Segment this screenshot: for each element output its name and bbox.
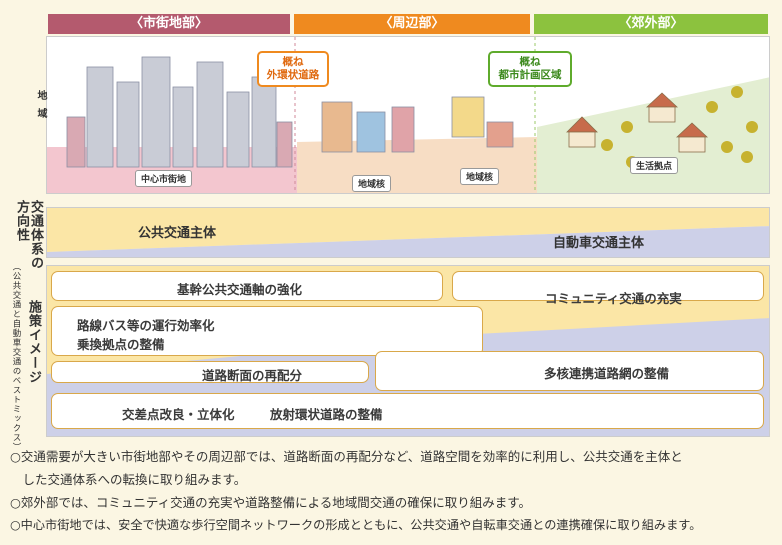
tag-center: 中心市街地 — [135, 170, 193, 187]
measure-radial-label: 放射環状道路の整備 — [270, 407, 383, 422]
measure-bus-label-2: 乗換拠点の整備 — [77, 337, 165, 352]
label-measures: 施策イメージ — [26, 300, 41, 384]
suburb-houses — [566, 92, 709, 153]
measure-community-label: コミュニティ交通の充実 — [545, 291, 682, 306]
note-line-3: ○郊外部では、コミュニティ交通の充実や道路整備による地域間交通の確保に取り組みま… — [10, 495, 532, 510]
measure-community-box: コミュニティ交通の充実 — [452, 271, 764, 306]
tag-core-1: 地域核 — [352, 175, 392, 192]
measure-intersection-label: 交差点改良・立体化 — [122, 407, 235, 422]
zone-header-periphery: 〈周辺部〉 — [294, 14, 530, 34]
callout-ring-road: 概ね 外環状道路 — [257, 51, 329, 87]
direction-car-label: 自動車交通主体 — [553, 236, 645, 251]
tag-core-2: 地域核 — [460, 168, 500, 185]
direction-panel — [46, 207, 770, 258]
measure-trunk-label: 基幹公共交通軸の強化 — [177, 282, 303, 297]
measure-intersection-box: 交差点改良・立体化 放射環状道路の整備 — [51, 393, 764, 429]
label-measures-sub: （公共交通と自動車交通のベストミックス） — [11, 262, 21, 452]
measure-road-realloc-label: 道路断面の再配分 — [202, 368, 303, 383]
tag-living-base: 生活拠点 — [630, 157, 679, 174]
label-area-2: 域 — [35, 108, 46, 119]
city-buildings — [66, 56, 293, 168]
direction-public-label: 公共交通主体 — [138, 226, 217, 241]
zone-header-city-center: 〈市街地部〉 — [48, 14, 290, 34]
measure-bus-label-1: 路線バス等の運行効率化 — [77, 318, 215, 333]
region-illustration — [46, 36, 770, 194]
measure-multi-core-box: 多核連携道路網の整備 — [375, 351, 764, 391]
measure-bus-box: 路線バス等の運行効率化 乗換拠点の整備 — [51, 306, 483, 356]
measure-trunk-box: 基幹公共交通軸の強化 — [51, 271, 443, 301]
note-line-1: ○交通需要が大きい市街地部やその周辺部では、道路断面の再配分など、道路空間を効率… — [10, 449, 683, 464]
note-line-4: ○中心市街地では、安全で快適な歩行空間ネットワークの形成とともに、公共交通や自転… — [10, 518, 702, 532]
trees — [601, 86, 758, 168]
direction-gradient — [47, 208, 769, 257]
callout-planning-area: 概ね 都市計画区域 — [488, 51, 572, 87]
label-area-1: 地 — [35, 90, 46, 101]
periphery-buildings — [321, 96, 514, 153]
measure-road-realloc-box: 道路断面の再配分 — [51, 361, 369, 383]
label-direction: 交通体系の方向性 — [14, 200, 43, 270]
measure-multi-core-label: 多核連携道路網の整備 — [544, 366, 670, 381]
note-line-2: した交通体系への転換に取り組みます。 — [10, 472, 247, 487]
zone-header-suburb: 〈郊外部〉 — [534, 14, 768, 34]
